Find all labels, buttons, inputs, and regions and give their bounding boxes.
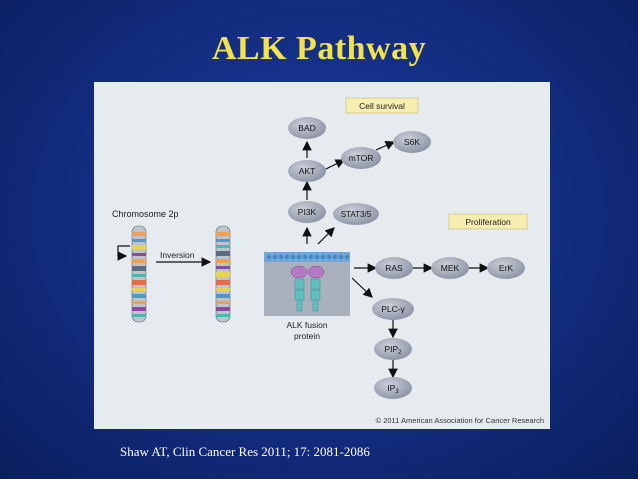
node-akt bbox=[288, 160, 326, 182]
node-plc bbox=[372, 298, 414, 320]
node-ras bbox=[375, 257, 413, 279]
alk-pathway-figure: Cell survival Proliferation Chromosome 2… bbox=[94, 82, 550, 429]
node-ras-label: RAS bbox=[385, 263, 403, 273]
cell-survival-box bbox=[345, 97, 419, 114]
node-bad bbox=[288, 117, 326, 139]
alk-fusion-receptor bbox=[290, 265, 325, 312]
pathway-diagram: Cell survival Proliferation Chromosome 2… bbox=[112, 97, 544, 425]
node-mtor bbox=[341, 147, 381, 169]
node-pip2 bbox=[374, 338, 412, 360]
inversion-bracket bbox=[117, 245, 130, 261]
node-mtor-label: mTOR bbox=[349, 153, 374, 163]
chromosome-label: Chromosome 2p bbox=[112, 209, 179, 219]
fusion-label-line2: protein bbox=[294, 331, 320, 341]
node-pi3k-label: PI3K bbox=[298, 207, 317, 217]
cell-survival-label: Cell survival bbox=[359, 101, 405, 111]
node-ip3 bbox=[374, 377, 412, 399]
slide-title: ALK Pathway bbox=[211, 30, 427, 67]
node-erk bbox=[487, 257, 525, 279]
node-s6k bbox=[393, 131, 431, 153]
node-stat-label: STAT3/5 bbox=[341, 210, 372, 219]
node-plc-label: PLC-γ bbox=[381, 304, 405, 314]
node-erk-label: ErK bbox=[499, 263, 514, 273]
node-ip3-label: IP3 bbox=[387, 383, 399, 395]
proliferation-label: Proliferation bbox=[465, 217, 511, 227]
node-bad-label: BAD bbox=[298, 123, 315, 133]
fusion-label-line1: ALK fusion bbox=[286, 320, 327, 330]
node-stat bbox=[333, 203, 379, 225]
inversion-label: Inversion bbox=[160, 250, 195, 260]
figure-copyright: © 2011 American Association for Cancer R… bbox=[376, 416, 544, 425]
chromosome-original bbox=[131, 225, 147, 323]
citation: Shaw AT, Clin Cancer Res 2011; 17: 2081-… bbox=[120, 444, 370, 459]
chromosome-inverted bbox=[215, 225, 231, 323]
node-pi3k bbox=[288, 201, 326, 223]
proliferation-box bbox=[448, 213, 528, 230]
node-pip2-label: PIP2 bbox=[384, 344, 402, 356]
cytoplasm bbox=[264, 260, 350, 316]
node-s6k-label: S6K bbox=[404, 137, 420, 147]
node-mek bbox=[431, 257, 469, 279]
membrane-beads bbox=[266, 254, 350, 260]
pathway-arrows bbox=[302, 140, 490, 379]
node-mek-label: MEK bbox=[441, 263, 460, 273]
node-akt-label: AKT bbox=[299, 166, 316, 176]
